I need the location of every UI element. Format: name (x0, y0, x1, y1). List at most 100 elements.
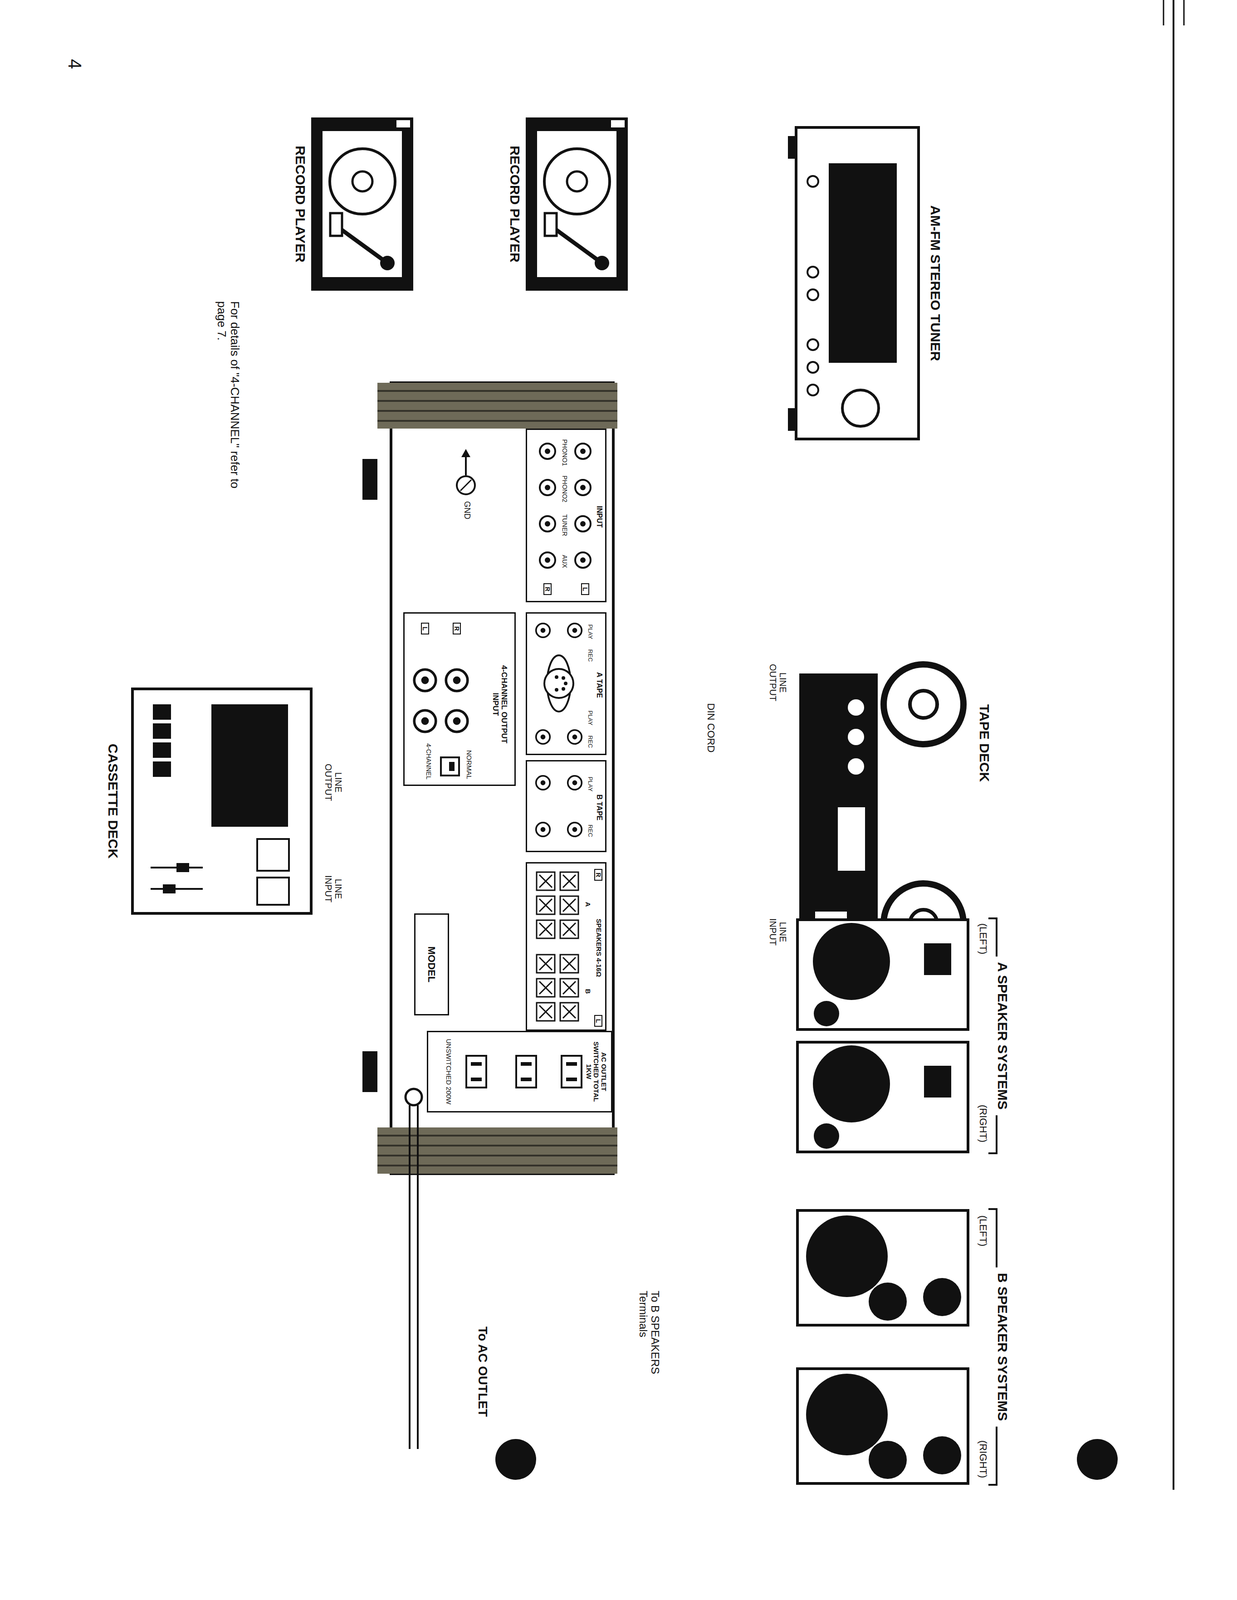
ground-terminal (456, 449, 475, 495)
wood-side (377, 1127, 618, 1174)
b-tape-panel-text: REC (586, 815, 594, 847)
speaker-terminal (560, 978, 579, 998)
four-channel-panel-text: R (452, 622, 461, 635)
outlet-slot (520, 1077, 532, 1082)
border-tick (1183, 0, 1185, 26)
power-cord-wire (408, 1105, 411, 1450)
din-pin (554, 675, 559, 680)
border-tick (1163, 0, 1165, 26)
wood-grain (377, 391, 618, 421)
rca-jack (536, 776, 551, 791)
b-tape-panel-text: B TAPE (595, 761, 604, 854)
jack-label: LINE OUTPUT (767, 662, 788, 704)
speaker-terminal-panel-text: SPEAKERS 4-16Ω (595, 890, 603, 1006)
rca-jack (539, 552, 556, 568)
rca-jack (539, 516, 556, 532)
tuner-button (807, 384, 819, 396)
speaker-cabinet (797, 1042, 969, 1153)
power-cord-wire (416, 1105, 419, 1450)
jack-label: LINE OUTPUT (323, 762, 344, 803)
speaker-group-label: A SPEAKER SYSTEMS (995, 956, 1011, 1116)
tape-deck-text: TAPE DECK (977, 704, 993, 886)
slide-switch (440, 757, 460, 776)
tuner-button (807, 339, 819, 351)
slider-track (150, 888, 203, 890)
jack-label: LINE INPUT (767, 911, 788, 953)
tuner-knob (842, 390, 879, 427)
channel-label: (LEFT) (977, 1215, 989, 1266)
tuner-box: AM-FM STEREO TUNER (796, 127, 947, 440)
binder-hole (1076, 1439, 1118, 1481)
cassette-deck-text: CASSETTE DECK (105, 689, 121, 914)
rca-jack (575, 552, 591, 568)
input-panel-text: L (581, 583, 590, 596)
speaker-terminal-panel-text: R (594, 869, 603, 881)
rca-jack (536, 623, 551, 638)
speaker-cabinet (797, 919, 969, 1030)
four-channel-jacks (414, 669, 468, 776)
input-panel-text: AUX (561, 545, 568, 578)
input-panel-text: R (543, 583, 552, 596)
tuner-button (807, 289, 819, 301)
cable-label: DIN CORD (705, 689, 717, 767)
channel-label: (LEFT) (977, 923, 989, 974)
tape-deck-panel (799, 673, 878, 960)
tape-deck-button (847, 699, 865, 716)
speaker-terminal-panel-text: L (594, 1015, 603, 1027)
rca-jack (445, 710, 468, 733)
tuner-body (796, 127, 919, 440)
tape-deck-button (847, 728, 865, 746)
cord-bushing (405, 1089, 422, 1106)
input-panel-text: INPUT (595, 430, 604, 604)
rca-jack (539, 443, 556, 460)
input-panel-text: TUNER (561, 509, 568, 542)
tuner-button (807, 176, 819, 187)
record-player-drawing (525, 117, 628, 291)
a-tape-panel-text: REC (586, 645, 594, 666)
ground-arrowhead (461, 449, 471, 458)
model-plate-box: MODEL (414, 913, 450, 1016)
a-tape-panel-text: REC (586, 731, 594, 753)
jack-label: LINE INPUT (323, 868, 344, 910)
ac-outlet-panel-box: AC OUTLET SWITCHED TOTAL 1KWUNSWITCHED 2… (426, 1031, 613, 1113)
cassette-button (152, 742, 172, 758)
speaker-terminal (536, 920, 555, 939)
tape-deck-box: TAPE DECK (796, 663, 993, 960)
tuner-button (807, 266, 819, 278)
speaker-terminal-panel-text: B (584, 982, 592, 1001)
tape-reel-hub (909, 690, 938, 719)
four-channel-panel-text: 4-CHANNEL (425, 737, 432, 787)
rca-jack (414, 710, 436, 733)
tuner-drawing (787, 127, 919, 440)
ac-outlets (466, 1056, 582, 1088)
input-panel-text: PHONO1 (561, 436, 568, 469)
a-tape-panel-text: A TAPE (595, 613, 604, 757)
input-panel-text: PHONO2 (561, 473, 568, 505)
speaker-terminal (536, 978, 555, 998)
speaker-terminal (536, 872, 555, 891)
slide-switch-knob (449, 762, 455, 772)
input-panel-box: INPUT PHONO1PHONO2TUNER AUX L R (525, 428, 607, 603)
ac-outlet (466, 1056, 487, 1088)
rca-jack (575, 479, 591, 496)
cassette-button (152, 704, 172, 720)
speaker-terminals (536, 872, 579, 1022)
speaker-terminal (560, 1002, 579, 1022)
speaker-terminal (536, 896, 555, 915)
model-plate-text: MODEL (425, 914, 437, 1015)
outlet-slot (470, 1077, 482, 1082)
cassette-deck-drawing (132, 689, 312, 914)
rca-jack (575, 443, 591, 460)
wood-grain (377, 1135, 618, 1166)
ground-screw-slot (460, 479, 472, 491)
tape-reel (883, 664, 964, 745)
tape-deck-button (847, 758, 865, 775)
ac-outlet (516, 1056, 537, 1088)
tuner-foot (787, 136, 797, 159)
rca-jack (536, 822, 551, 837)
speaker-terminal (536, 954, 555, 973)
power-cord (405, 1089, 422, 1450)
cassette-button (152, 723, 172, 739)
channel-label: (RIGHT) (977, 1440, 989, 1487)
